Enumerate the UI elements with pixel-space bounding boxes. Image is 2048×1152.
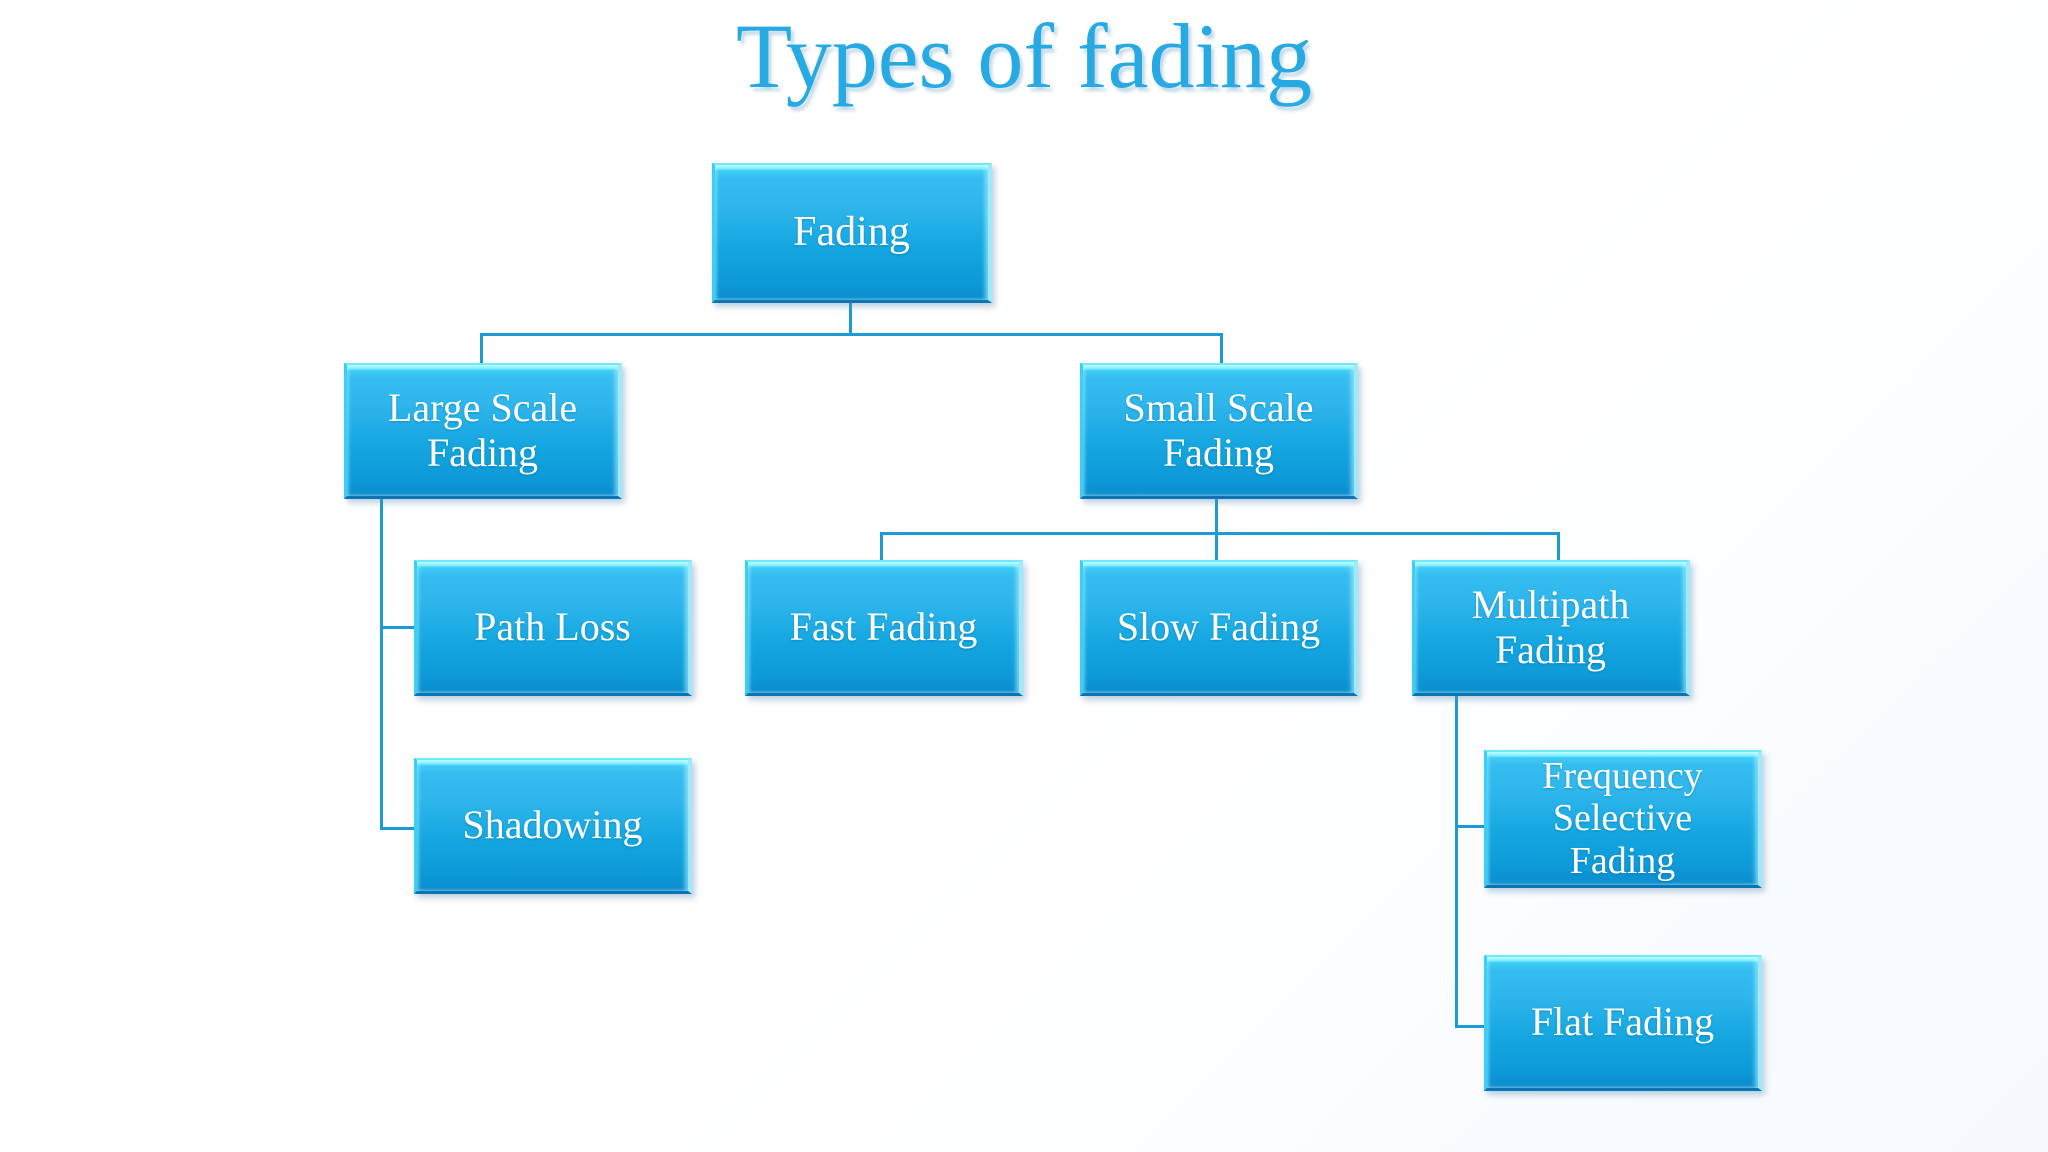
connector-to-small-scale xyxy=(1220,333,1223,363)
connector-to-freq-selective xyxy=(1455,825,1491,828)
node-frequency-selective-fading-label-line2: Selective xyxy=(1552,797,1693,840)
connector-small-down xyxy=(1215,498,1218,534)
node-flat-fading-label: Flat Fading xyxy=(1530,999,1715,1045)
node-shadowing-label: Shadowing xyxy=(462,802,643,848)
node-slow-fading-label: Slow Fading xyxy=(1116,604,1321,650)
node-fading-label: Fading xyxy=(793,208,910,255)
connector-to-flat-fading xyxy=(1455,1025,1491,1028)
node-large-scale-fading-label-line1: Large Scale xyxy=(387,384,578,430)
node-large-scale-fading[interactable]: Large Scale Fading xyxy=(344,363,622,499)
node-flat-fading[interactable]: Flat Fading xyxy=(1484,955,1762,1091)
connector-large-trunk xyxy=(380,498,383,830)
node-small-scale-fading-label-line1: Small Scale xyxy=(1123,384,1314,430)
connector-level1-bus xyxy=(480,333,1223,336)
node-frequency-selective-fading-label-line1: Frequency xyxy=(1542,754,1703,797)
connector-to-large-scale xyxy=(480,333,483,363)
connector-to-fast-fading xyxy=(880,532,883,560)
node-shadowing[interactable]: Shadowing xyxy=(414,758,692,894)
node-path-loss[interactable]: Path Loss xyxy=(414,560,692,696)
node-frequency-selective-fading-label-line3: Fading xyxy=(1569,839,1676,882)
node-multipath-fading-label-line2: Fading xyxy=(1494,626,1607,672)
node-large-scale-fading-label-line2: Fading xyxy=(426,429,539,475)
connector-level2-bus xyxy=(880,532,1560,535)
node-fast-fading[interactable]: Fast Fading xyxy=(745,560,1023,696)
node-multipath-fading[interactable]: Multipath Fading xyxy=(1412,560,1690,696)
connector-to-shadowing xyxy=(380,827,416,830)
node-small-scale-fading[interactable]: Small Scale Fading xyxy=(1080,363,1358,499)
connector-to-multipath xyxy=(1557,532,1560,560)
node-path-loss-label: Path Loss xyxy=(474,604,631,650)
connector-to-path-loss xyxy=(380,626,416,629)
node-small-scale-fading-label-line2: Fading xyxy=(1162,429,1275,475)
node-fast-fading-label: Fast Fading xyxy=(789,604,978,650)
node-fading[interactable]: Fading xyxy=(712,163,992,303)
connector-to-slow-fading xyxy=(1215,532,1218,560)
node-multipath-fading-label-line1: Multipath xyxy=(1471,581,1630,627)
connector-multipath-trunk xyxy=(1455,696,1458,1028)
node-slow-fading[interactable]: Slow Fading xyxy=(1080,560,1358,696)
connector-fading-down xyxy=(849,302,852,335)
node-frequency-selective-fading[interactable]: Frequency Selective Fading xyxy=(1484,750,1762,888)
page-title: Types of fading xyxy=(735,5,1313,107)
